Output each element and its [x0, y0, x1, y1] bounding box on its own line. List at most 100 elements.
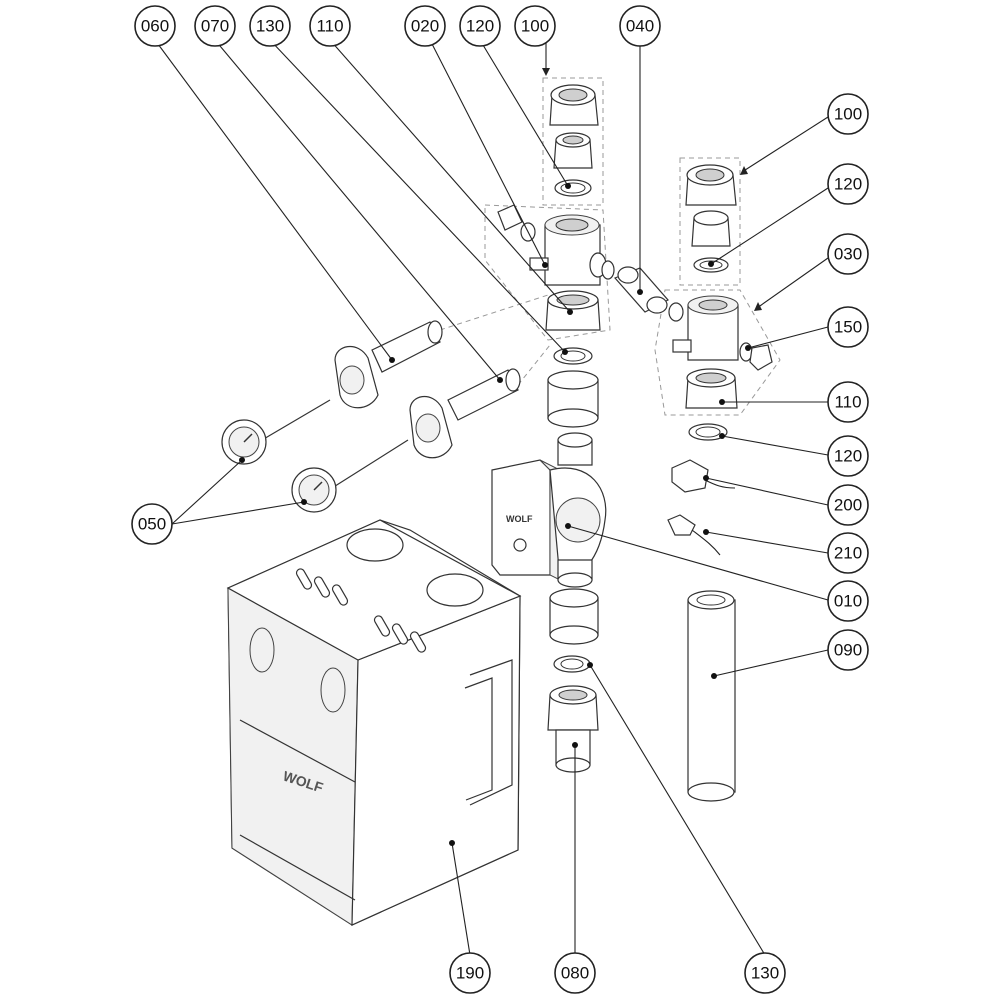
- leader-120a: [479, 39, 569, 187]
- part-gasket-120-right: [688, 423, 728, 441]
- callout-050: 050: [131, 503, 173, 545]
- callout-190: 190: [449, 952, 491, 994]
- part-insulation-sleeve-top: [547, 370, 599, 428]
- group-outlines: [439, 77, 781, 416]
- leader-120c: [721, 435, 829, 456]
- callout-120-top: 120: [459, 5, 501, 47]
- svg-text:110: 110: [316, 17, 343, 36]
- part-thermometer-050-a: [221, 399, 331, 465]
- leader-130a: [269, 39, 566, 353]
- part-connector-040: [613, 266, 684, 322]
- part-cable-200: [671, 459, 736, 493]
- svg-text:050: 050: [138, 515, 166, 534]
- group-outline-100-top: [542, 77, 604, 206]
- leader-050-b: [171, 501, 305, 525]
- leader-100b: [741, 116, 829, 173]
- leader-120b: [710, 187, 829, 265]
- svg-text:120: 120: [466, 17, 494, 36]
- svg-text:100: 100: [834, 105, 862, 124]
- callout-030: 030: [827, 233, 869, 275]
- callout-130-bottom: 130: [744, 952, 786, 994]
- part-insulation-sleeve-bottom: [549, 588, 599, 645]
- part-valve-right: [672, 295, 773, 371]
- svg-text:150: 150: [834, 318, 862, 337]
- callout-040: 040: [619, 5, 661, 47]
- svg-text:080: 080: [561, 964, 589, 983]
- svg-text:130: 130: [256, 17, 284, 36]
- part-insulation-box-190: WOLF: [226, 519, 522, 926]
- leader-190: [451, 842, 471, 956]
- svg-text:020: 020: [411, 17, 439, 36]
- part-pipe-090: [687, 590, 736, 802]
- leader-070: [214, 39, 501, 381]
- callouts: 060 070 130 110 020 120 100 040 100 120 …: [131, 5, 869, 994]
- leader-090: [713, 649, 829, 677]
- part-sensor-210: [667, 514, 721, 556]
- group-outline-100-right: [679, 157, 741, 286]
- callout-010: 010: [827, 580, 869, 622]
- group-outline-030: [654, 289, 781, 416]
- callout-110-right: 110: [827, 381, 869, 423]
- callout-100-right: 100: [827, 93, 869, 135]
- part-pump-010: WOLF: [491, 432, 607, 588]
- arrow-030: [754, 302, 762, 311]
- svg-text:200: 200: [834, 496, 862, 515]
- callout-130-top: 130: [249, 5, 291, 47]
- svg-text:110: 110: [834, 393, 861, 412]
- callout-150: 150: [827, 306, 869, 348]
- leader-050-a: [171, 459, 243, 525]
- part-union-nut-110-left: [545, 290, 601, 331]
- part-gasket-top: [554, 179, 592, 197]
- part-union-nut-top: [549, 84, 599, 126]
- callout-020: 020: [404, 5, 446, 47]
- callout-100-top: 100: [514, 5, 556, 47]
- leader-030: [756, 257, 829, 309]
- svg-text:190: 190: [456, 964, 484, 983]
- leader-110a: [329, 39, 571, 313]
- callout-080: 080: [554, 952, 596, 994]
- leader-060: [154, 39, 393, 361]
- svg-text:100: 100: [521, 17, 549, 36]
- leader-210: [705, 531, 829, 554]
- leader-200: [705, 477, 829, 506]
- arrow-100b: [740, 166, 748, 175]
- leader-130b: [589, 664, 766, 956]
- leader-lines: [154, 39, 829, 956]
- callout-210: 210: [827, 532, 869, 574]
- pump-logo-text: WOLF: [506, 514, 533, 524]
- callout-070: 070: [194, 5, 236, 47]
- callout-090: 090: [827, 629, 869, 671]
- leader-150: [747, 326, 829, 349]
- callout-110-top: 110: [309, 5, 351, 47]
- arrow-100a: [542, 68, 550, 76]
- part-sleeve-060: [334, 320, 443, 409]
- svg-text:040: 040: [626, 17, 654, 36]
- part-sleeve-070: [409, 368, 521, 459]
- callout-120-right: 120: [827, 163, 869, 205]
- svg-text:010: 010: [834, 592, 862, 611]
- leader-010: [567, 525, 829, 601]
- svg-text:120: 120: [834, 447, 862, 466]
- part-thermometer-050-b: [291, 439, 409, 513]
- svg-text:090: 090: [834, 641, 862, 660]
- leader-dots: [239, 183, 751, 846]
- svg-text:130: 130: [751, 964, 779, 983]
- svg-text:210: 210: [834, 544, 862, 563]
- svg-text:060: 060: [141, 17, 169, 36]
- svg-text:120: 120: [834, 175, 862, 194]
- part-gasket-130-bottom: [553, 655, 591, 673]
- dash-link-1: [439, 294, 549, 331]
- callout-200: 200: [827, 484, 869, 526]
- part-union-nut-right: [685, 164, 737, 206]
- part-valve-left: [497, 204, 615, 286]
- part-tailpiece-top: [553, 132, 593, 169]
- part-tailpiece-right: [691, 210, 731, 247]
- callout-060: 060: [134, 5, 176, 47]
- svg-text:070: 070: [201, 17, 229, 36]
- svg-text:030: 030: [834, 245, 862, 264]
- part-tailpiece-080: [547, 685, 599, 773]
- callout-120-mid: 120: [827, 435, 869, 477]
- pump-logo: WOLF: [506, 514, 533, 524]
- part-gasket-130: [553, 347, 593, 365]
